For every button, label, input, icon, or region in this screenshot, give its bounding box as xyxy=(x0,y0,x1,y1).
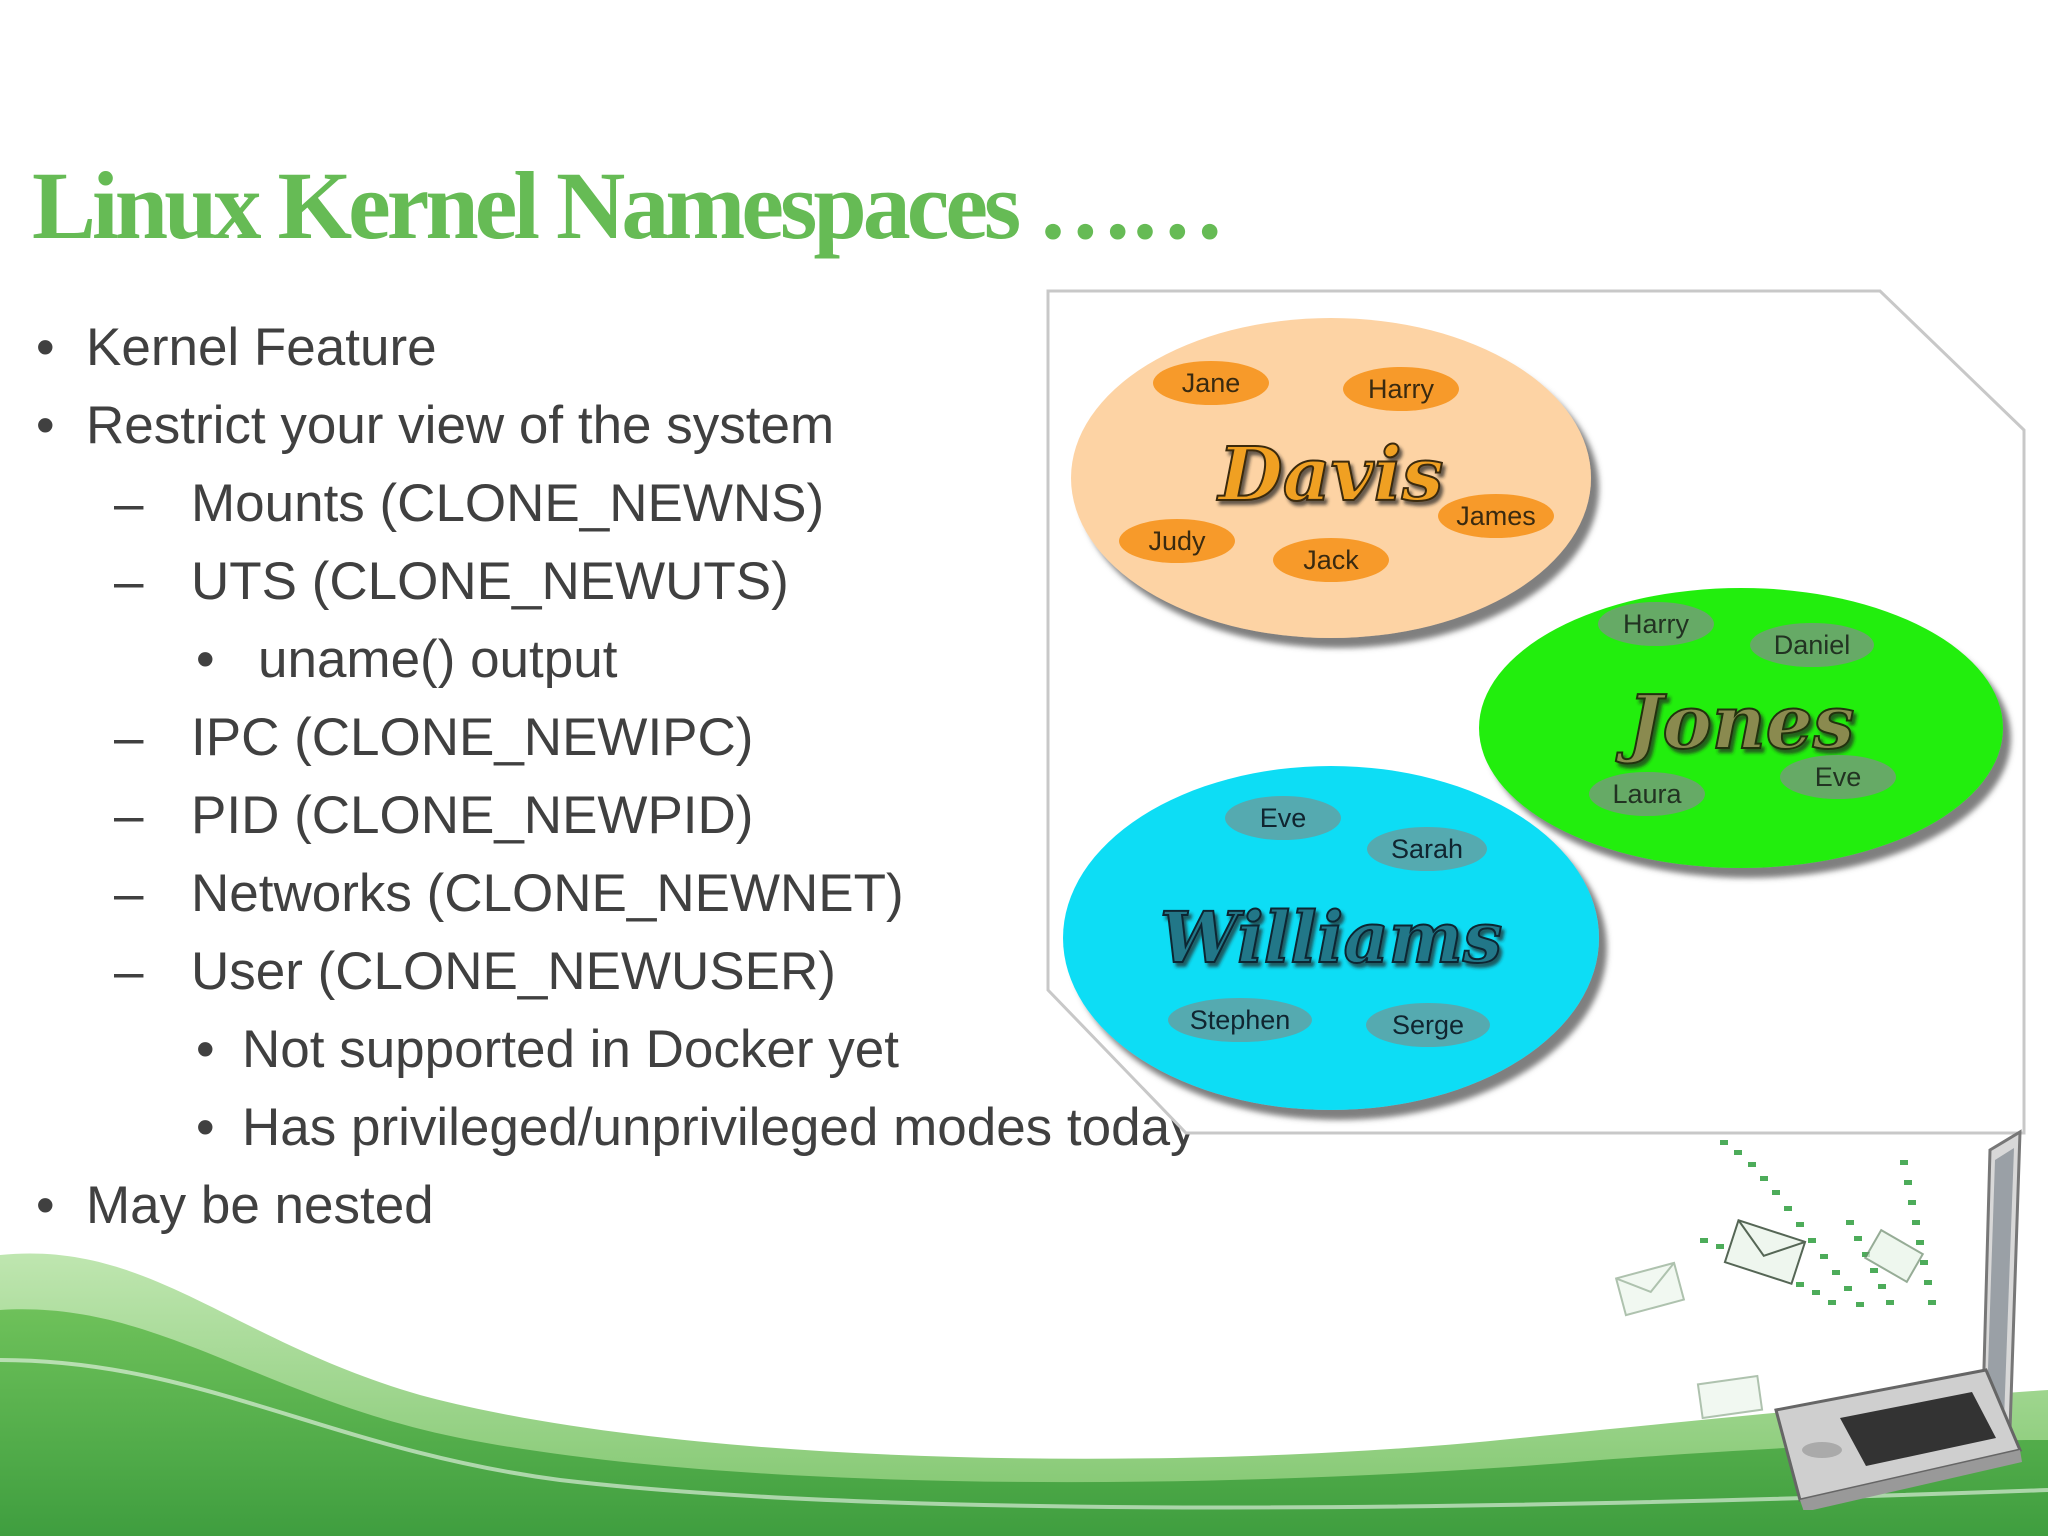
digital-stream xyxy=(1700,1140,1936,1307)
laptop-email-illustration xyxy=(1614,1129,2023,1510)
bullet-text: Has privileged/unprivileged modes today xyxy=(242,1098,1197,1157)
member-badge: Eve xyxy=(1780,755,1896,799)
bullet-text: Restrict your view of the system xyxy=(86,396,835,455)
member-badge: Serge xyxy=(1366,1003,1490,1047)
bullet-marker: – xyxy=(114,708,144,767)
member-badge: Stephen xyxy=(1168,998,1312,1042)
bullet-text: Not supported in Docker yet xyxy=(242,1020,899,1079)
bullet-marker: • xyxy=(196,1098,215,1157)
bullet-text: IPC (CLONE_NEWIPC) xyxy=(191,708,754,767)
bullet-marker: – xyxy=(114,864,144,923)
member-name: Eve xyxy=(1815,762,1862,792)
member-name: Judy xyxy=(1148,526,1206,556)
family-name: Williams xyxy=(1160,896,1503,979)
bullet-text: May be nested xyxy=(86,1176,434,1235)
group-davis: Davis Jane Harry James Judy Jack xyxy=(1071,318,1591,638)
bullet-text: Networks (CLONE_NEWNET) xyxy=(191,864,904,923)
member-name: Stephen xyxy=(1190,1005,1291,1035)
bullet-marker: • xyxy=(196,630,215,689)
bullet-marker: • xyxy=(196,1020,215,1079)
slide-title: Linux Kernel Namespaces …… xyxy=(32,152,1225,259)
member-badge: Sarah xyxy=(1367,827,1487,871)
member-badge: James xyxy=(1438,494,1554,538)
bullet-list: • Kernel Feature • Restrict your view of… xyxy=(36,318,1197,1235)
family-name: Jones xyxy=(1616,680,1855,766)
bullet-marker: • xyxy=(36,318,55,377)
member-badge: Harry xyxy=(1343,367,1459,411)
member-name: Harry xyxy=(1368,374,1434,404)
member-badge: Eve xyxy=(1225,796,1341,840)
bullet-marker: – xyxy=(114,474,144,533)
namespace-diagram: Davis Jane Harry James Judy Jack xyxy=(1046,289,2026,1135)
member-name: Laura xyxy=(1612,779,1682,809)
member-name: Harry xyxy=(1623,609,1689,639)
bullet-text: PID (CLONE_NEWPID) xyxy=(191,786,754,845)
bullet-text: UTS (CLONE_NEWUTS) xyxy=(191,552,789,611)
bullet-marker: – xyxy=(114,552,144,611)
envelope-icon xyxy=(1863,1228,1925,1284)
member-badge: Daniel xyxy=(1750,623,1874,667)
member-badge: Jane xyxy=(1153,361,1269,405)
member-name: Sarah xyxy=(1391,834,1463,864)
envelope-icon xyxy=(1723,1219,1807,1285)
member-name: Daniel xyxy=(1774,630,1851,660)
bullet-marker: – xyxy=(114,942,144,1001)
bullet-text: Mounts (CLONE_NEWNS) xyxy=(191,474,825,533)
bullet-marker: • xyxy=(36,1176,55,1235)
group-jones: Jones Harry Daniel Laura Eve xyxy=(1479,588,2003,868)
group-williams: Williams Eve Sarah Stephen Serge xyxy=(1063,766,1599,1110)
member-name: Jack xyxy=(1303,545,1359,575)
family-name: Davis xyxy=(1217,432,1444,518)
laptop-icon xyxy=(1774,1129,2023,1510)
bullet-text: Kernel Feature xyxy=(86,318,437,377)
member-name: James xyxy=(1456,501,1536,531)
member-badge: Laura xyxy=(1589,772,1705,816)
bullet-text: uname() output xyxy=(258,630,618,689)
member-badge: Judy xyxy=(1119,519,1235,563)
member-name: Jane xyxy=(1182,368,1241,398)
envelope-icon xyxy=(1614,1261,1686,1317)
member-badge: Jack xyxy=(1273,538,1389,582)
member-badge: Harry xyxy=(1598,602,1714,646)
bullet-marker: • xyxy=(36,396,55,455)
envelope-icon xyxy=(1696,1374,1764,1420)
bullet-text: User (CLONE_NEWUSER) xyxy=(191,942,836,1001)
member-name: Serge xyxy=(1392,1010,1464,1040)
bullet-marker: – xyxy=(114,786,144,845)
member-name: Eve xyxy=(1260,803,1307,833)
